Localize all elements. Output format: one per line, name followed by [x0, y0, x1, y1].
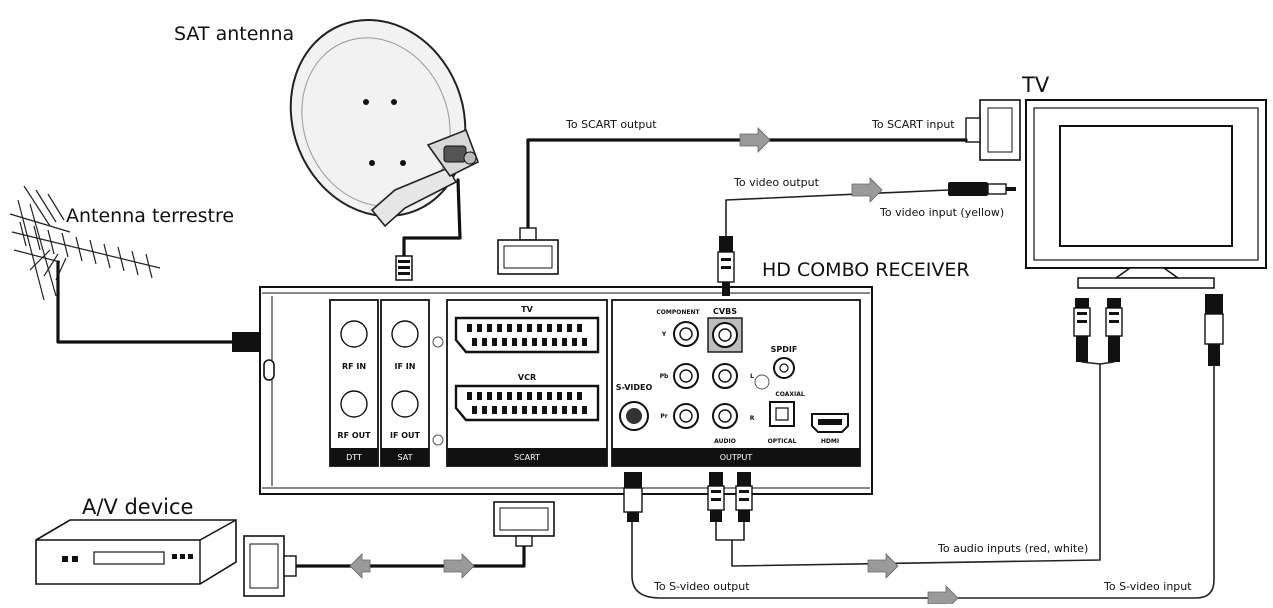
sat-cable — [402, 178, 462, 260]
arrow-av-left — [349, 553, 371, 579]
tv-rca-plug-icon — [948, 182, 1016, 196]
output-panel — [611, 299, 861, 467]
receiver-scart-plug-icon — [497, 227, 559, 275]
component-label: COMPONENT — [656, 309, 700, 316]
tv-audio-plugs-icon — [1073, 298, 1123, 362]
av-scart-plug-icon — [493, 501, 555, 547]
sat-panel — [380, 299, 430, 467]
optical-label: OPTICAL — [768, 438, 797, 445]
if-out-label: IF OUT — [390, 431, 421, 440]
y-label: Y — [661, 331, 667, 338]
svideo-label: S-VIDEO — [616, 383, 653, 392]
av-scart-cable — [292, 538, 526, 568]
rf-in-label: RF IN — [342, 362, 366, 371]
receiver-label: HD COMBO RECEIVER — [762, 259, 970, 281]
av-device-label: A/V device — [82, 495, 193, 519]
scart-footer: SCART — [514, 453, 540, 462]
scart-input-label: To SCART input — [871, 118, 955, 131]
audio-cable — [715, 363, 1101, 567]
rf-out-label: RF OUT — [337, 431, 371, 440]
dtt-panel — [329, 299, 379, 467]
sat-footer: SAT — [398, 453, 413, 462]
pr-label: Pr — [660, 413, 667, 420]
cvbs-rca-plug-icon — [717, 236, 735, 296]
svideo-output-label: To S-video output — [653, 580, 750, 593]
output-footer: OUTPUT — [720, 453, 753, 462]
hdmi-label: HDMI — [821, 438, 839, 445]
svideo-plug-icon — [623, 472, 643, 522]
arrow-scart-right — [739, 127, 771, 153]
tv-label: TV — [1021, 73, 1050, 97]
dtt-footer: DTT — [346, 453, 362, 462]
tv-scart-plug-icon — [965, 99, 1021, 161]
arrow-video-right — [851, 177, 883, 203]
scart-tv-cable — [526, 138, 968, 240]
cvbs-label: CVBS — [713, 307, 737, 316]
video-output-label: To video output — [733, 176, 820, 189]
arrow-av-right — [443, 553, 475, 579]
pb-label: Pb — [660, 373, 669, 380]
scart-vcr-label: VCR — [518, 373, 536, 382]
audio-r-label: R — [750, 415, 755, 422]
sat-antenna-label: SAT antenna — [174, 23, 294, 45]
scart-panel — [446, 299, 608, 467]
coaxial-label: COAXIAL — [775, 391, 804, 398]
audio-inputs-label: To audio inputs (red, white) — [937, 542, 1088, 555]
tv-icon — [1025, 99, 1267, 289]
av-device-icon — [35, 519, 237, 585]
audio-label: AUDIO — [714, 438, 736, 445]
av-device-scart-connector-icon — [243, 535, 297, 597]
video-input-label: To video input (yellow) — [879, 206, 1004, 219]
arrow-audio-right — [867, 553, 899, 579]
audio-rca-plugs-icon — [707, 472, 753, 522]
terrestrial-cable — [56, 260, 238, 344]
if-in-label: IF IN — [395, 362, 416, 371]
tv-svideo-plug-icon — [1204, 294, 1224, 366]
scart-tv-label: TV — [521, 305, 533, 314]
terrestrial-antenna-icon — [9, 185, 161, 301]
scart-output-label: To SCART output — [565, 118, 657, 131]
terrestrial-antenna-label: Antenna terrestre — [66, 205, 234, 227]
spdif-label: SPDIF — [771, 345, 798, 354]
svideo-input-label: To S-video input — [1103, 580, 1192, 593]
arrow-svideo-right — [927, 585, 959, 608]
sat-dish-icon — [289, 18, 480, 228]
audio-l-label: L — [750, 373, 754, 380]
